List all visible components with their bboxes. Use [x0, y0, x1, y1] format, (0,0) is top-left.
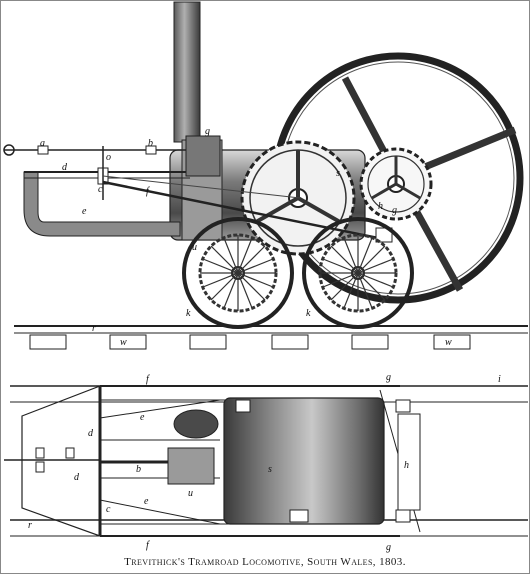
label-a: a [40, 138, 45, 149]
label-e: e [82, 206, 87, 217]
label-g-gear: g [392, 205, 397, 216]
exhaust-pipe [23, 171, 181, 237]
label-g: g [205, 126, 210, 137]
plan-label-f-bottom: f [146, 540, 150, 551]
label-o: o [106, 152, 111, 163]
elevation-rail [14, 325, 528, 350]
label-w-right: w [445, 337, 452, 348]
wheel-right [302, 217, 414, 329]
plan-label-h: h [404, 460, 409, 471]
label-b: b [148, 138, 153, 149]
side-elevation: a b o d c e f g s g h u k k r w w [3, 1, 528, 350]
plan-label-g-bottom: g [386, 542, 391, 553]
plan-label-i: i [498, 374, 501, 385]
small-gear [359, 147, 433, 221]
label-c: c [98, 184, 103, 195]
plan-firebox [397, 413, 421, 511]
plan-label-e-top: e [140, 412, 145, 423]
plan-label-r: r [28, 520, 32, 531]
plan-label-c: c [106, 504, 111, 515]
wheel-left [182, 217, 294, 329]
label-k-right: k [306, 308, 311, 319]
label-f: f [146, 186, 150, 197]
figure-caption: Trevithick's Tramroad Locomotive, South … [124, 556, 406, 568]
label-u: u [192, 242, 197, 253]
plan-crosshead [167, 447, 215, 485]
plan-label-d-top: d [88, 428, 94, 439]
plan-label-u: u [188, 488, 193, 499]
plan-label-d-bottom: d [74, 472, 80, 483]
label-w-left: w [120, 337, 127, 348]
plan-label-b: b [136, 464, 141, 475]
cylinder-rods [3, 135, 393, 243]
plan-label-e-bottom: e [144, 496, 149, 507]
label-r: r [92, 323, 96, 334]
plan-label-s: s [268, 464, 272, 475]
label-k-left: k [186, 308, 191, 319]
label-h: h [378, 201, 383, 212]
plan-view: f g i e d b d s h u e c r f g [4, 372, 528, 553]
plan-cylinder [173, 409, 219, 439]
chimney [173, 1, 201, 143]
plan-boiler [223, 397, 385, 525]
plan-label-g-top: g [386, 372, 391, 383]
plan-label-f-top: f [146, 374, 150, 385]
label-d: d [62, 162, 68, 173]
label-s: s [336, 168, 340, 179]
